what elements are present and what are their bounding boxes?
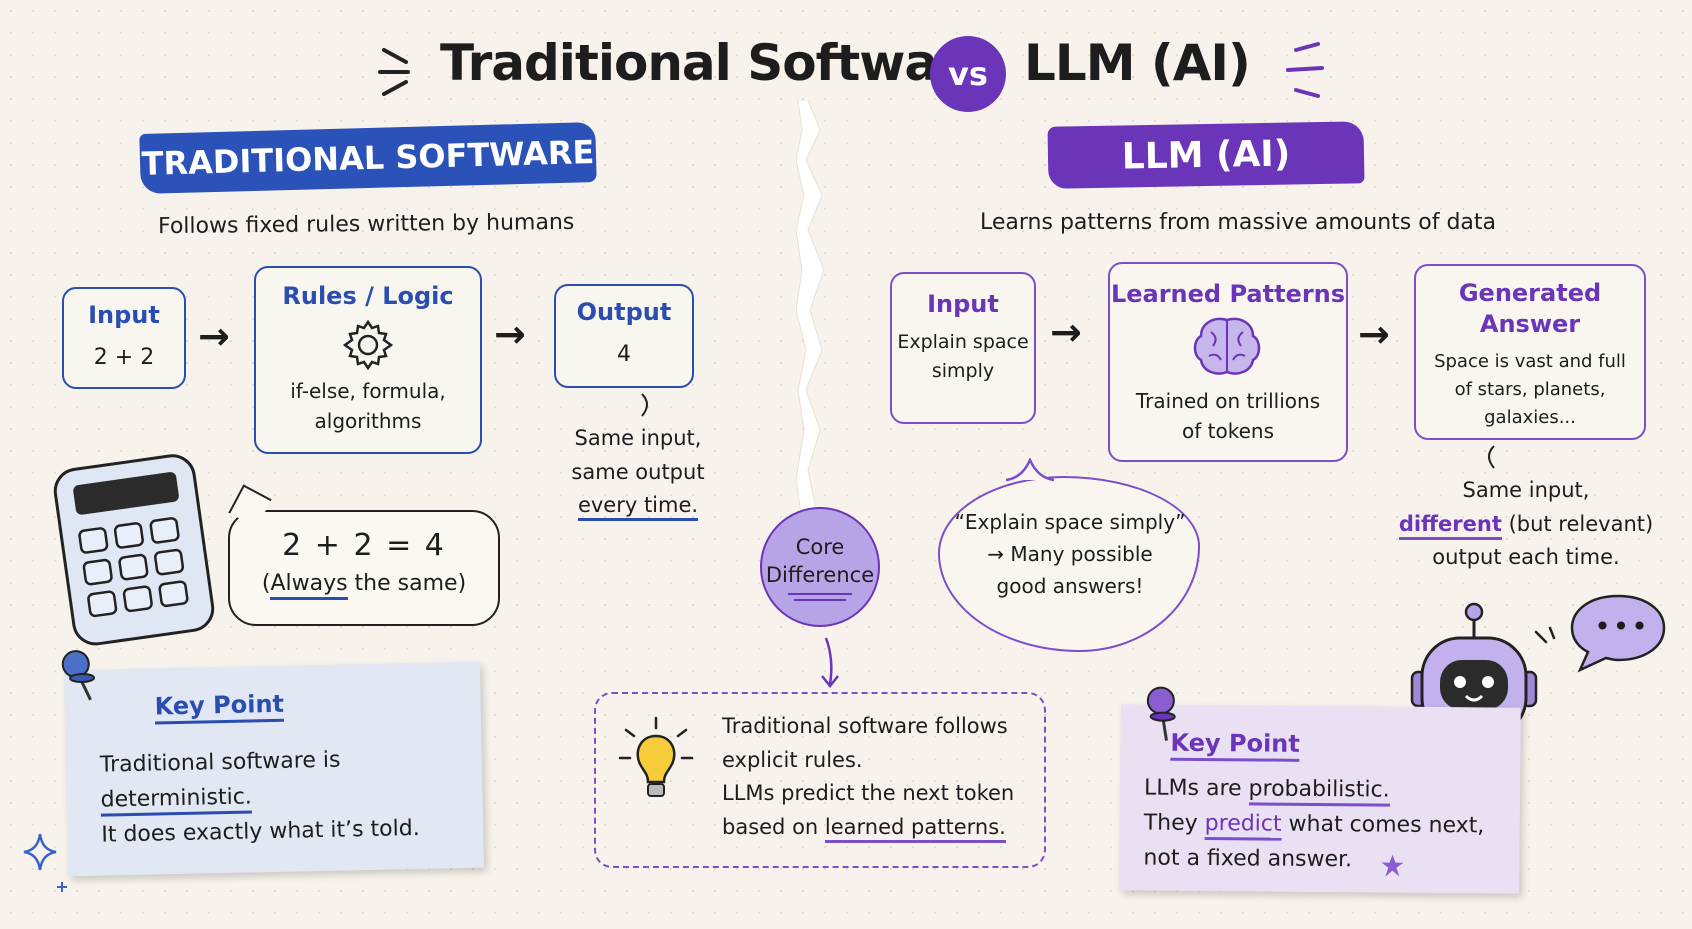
- connector-squiggle: [641, 393, 648, 417]
- rules-logic-box: Rules / Logic if-else, formula, algorith…: [254, 266, 482, 454]
- llm-key-point-line1a: LLMs are: [1143, 775, 1249, 802]
- traditional-subtitle: Follows fixed rules written by humans: [157, 209, 575, 240]
- bubble-rest: the same): [347, 571, 467, 596]
- llm-input-box: Input Explain space simply: [890, 272, 1036, 424]
- banner-llm-ai: LLM (AI): [1047, 121, 1365, 189]
- rules-logic-body-line2: algorithms: [314, 409, 422, 433]
- llm-key-point-predict: predict: [1204, 811, 1282, 841]
- llm-note-line2b: (but relevant): [1501, 511, 1654, 536]
- core-circle-line2: Difference: [765, 563, 875, 587]
- cloud-pointer: [1006, 458, 1054, 482]
- traditional-key-point-line1a: Traditional software is: [99, 747, 341, 778]
- arrow-right-icon: →: [1050, 310, 1082, 354]
- cloud-text: “Explain space simply” → Many possible g…: [948, 506, 1192, 602]
- title-llm: LLM (AI): [1024, 34, 1251, 92]
- rules-logic-body-line1: if-else, formula,: [290, 379, 446, 403]
- arrow-right-icon: →: [494, 312, 526, 356]
- core-learned-patterns: learned patterns.: [824, 814, 1006, 843]
- traditional-key-point-deterministic: deterministic.: [100, 784, 253, 817]
- traditional-key-point-title: Key Point: [154, 689, 285, 725]
- generated-answer-body-line1: Space is vast and full: [1434, 351, 1626, 373]
- generated-answer-title-line1: Generated: [1458, 279, 1602, 307]
- title-spark-right: [1286, 42, 1324, 98]
- pushpin-icon: [1146, 686, 1176, 741]
- gear-icon: [342, 319, 394, 371]
- generated-answer-body-line2: of stars, planets,: [1454, 379, 1606, 401]
- learned-patterns-body-line2: of tokens: [1182, 419, 1274, 443]
- learned-patterns-title: Learned Patterns: [1110, 280, 1346, 308]
- chat-bubble-dots: •••: [1594, 610, 1650, 643]
- core-line4a: based on: [722, 814, 825, 839]
- traditional-output-title: Output: [576, 298, 672, 326]
- core-difference-circle: Core Difference: [760, 507, 880, 627]
- llm-input-body-line2: simply: [931, 359, 995, 382]
- generated-answer-body-line3: galaxies...: [1484, 407, 1576, 429]
- llm-input-body-line1: Explain space: [897, 331, 1029, 353]
- llm-input-title: Input: [927, 290, 999, 318]
- core-line3: LLMs predict the next token: [722, 781, 1015, 806]
- bubble-paren: (: [261, 571, 271, 596]
- core-line2: explicit rules.: [722, 747, 863, 772]
- torn-divider: [796, 100, 825, 520]
- llm-note-different: different: [1398, 511, 1502, 540]
- alert-marks: [1534, 626, 1556, 644]
- traditional-key-point-line2: It does exactly what it’s told.: [101, 816, 420, 849]
- traditional-note-line1: Same input,: [574, 426, 702, 450]
- cloud-line3: good answers!: [996, 574, 1144, 598]
- title-spark-left: [378, 48, 410, 96]
- llm-key-point-line2c: what comes next,: [1281, 811, 1485, 839]
- vs-badge: vs: [930, 36, 1006, 112]
- chat-bubble-icon: [1570, 594, 1666, 673]
- calculator-icon: [53, 454, 215, 646]
- traditional-note-line2: same output: [571, 459, 705, 484]
- traditional-output-value: 4: [617, 342, 631, 367]
- learned-patterns-body-line1: Trained on trillions: [1135, 389, 1321, 413]
- cloud-line1: “Explain space simply”: [954, 510, 1186, 534]
- generated-answer-box: Generated Answer Space is vast and full …: [1414, 264, 1646, 440]
- bubble-always: Always: [270, 571, 348, 600]
- arrow-right-icon: →: [198, 314, 230, 358]
- traditional-input-title: Input: [88, 301, 160, 329]
- llm-subtitle: Learns patterns from massive amounts of …: [980, 210, 1497, 235]
- llm-note-line3: output each time.: [1432, 545, 1620, 570]
- core-circle-line1: Core: [795, 534, 845, 559]
- arrow-down-icon: [821, 637, 839, 689]
- equation-text: 2 + 2 = 4: [282, 528, 446, 563]
- generated-answer-title-line2: Answer: [1479, 310, 1581, 339]
- traditional-input-value: 2 + 2: [93, 345, 155, 370]
- core-difference-box: Traditional software follows explicit ru…: [594, 692, 1046, 868]
- connector-squiggle: [1488, 445, 1495, 469]
- title-traditional: Traditional Software: [440, 34, 995, 92]
- traditional-note-line3: every time.: [577, 493, 699, 522]
- llm-note-line1: Same input,: [1462, 478, 1590, 502]
- pushpin-icon: [61, 650, 96, 701]
- lightbulb-icon: [618, 716, 694, 797]
- traditional-output-box: Output 4: [554, 284, 694, 388]
- rules-logic-title: Rules / Logic: [282, 282, 454, 310]
- star-icon: [1381, 854, 1404, 877]
- traditional-consistency-note: Same input, same output every time.: [556, 422, 720, 523]
- learned-patterns-box: Learned Patterns Trained on trillions of…: [1108, 262, 1348, 462]
- equation-speech-bubble: 2 + 2 = 4 (Always the same): [228, 510, 500, 626]
- llm-variability-note: Same input, different (but relevant) out…: [1394, 474, 1658, 575]
- llm-key-point-title: Key Point: [1170, 728, 1300, 762]
- llm-key-point-line2a: They: [1143, 810, 1205, 837]
- traditional-input-box: Input 2 + 2: [62, 287, 186, 389]
- llm-key-point-probabilistic: probabilistic.: [1248, 776, 1390, 807]
- llm-key-point-note: Key Point LLMs are probabilistic. They p…: [1119, 686, 1521, 894]
- cloud-line2: → Many possible: [987, 542, 1153, 566]
- traditional-key-point-note: Key Point Traditional software is determ…: [61, 650, 485, 877]
- sparkle-icon: [23, 833, 67, 892]
- arrow-right-icon: →: [1358, 312, 1390, 356]
- llm-key-point-line3: not a fixed answer.: [1143, 845, 1353, 873]
- brain-icon: [1193, 317, 1261, 375]
- core-line1: Traditional software follows: [722, 714, 1008, 738]
- banner-traditional-software: TRADITIONAL SOFTWARE: [139, 122, 597, 194]
